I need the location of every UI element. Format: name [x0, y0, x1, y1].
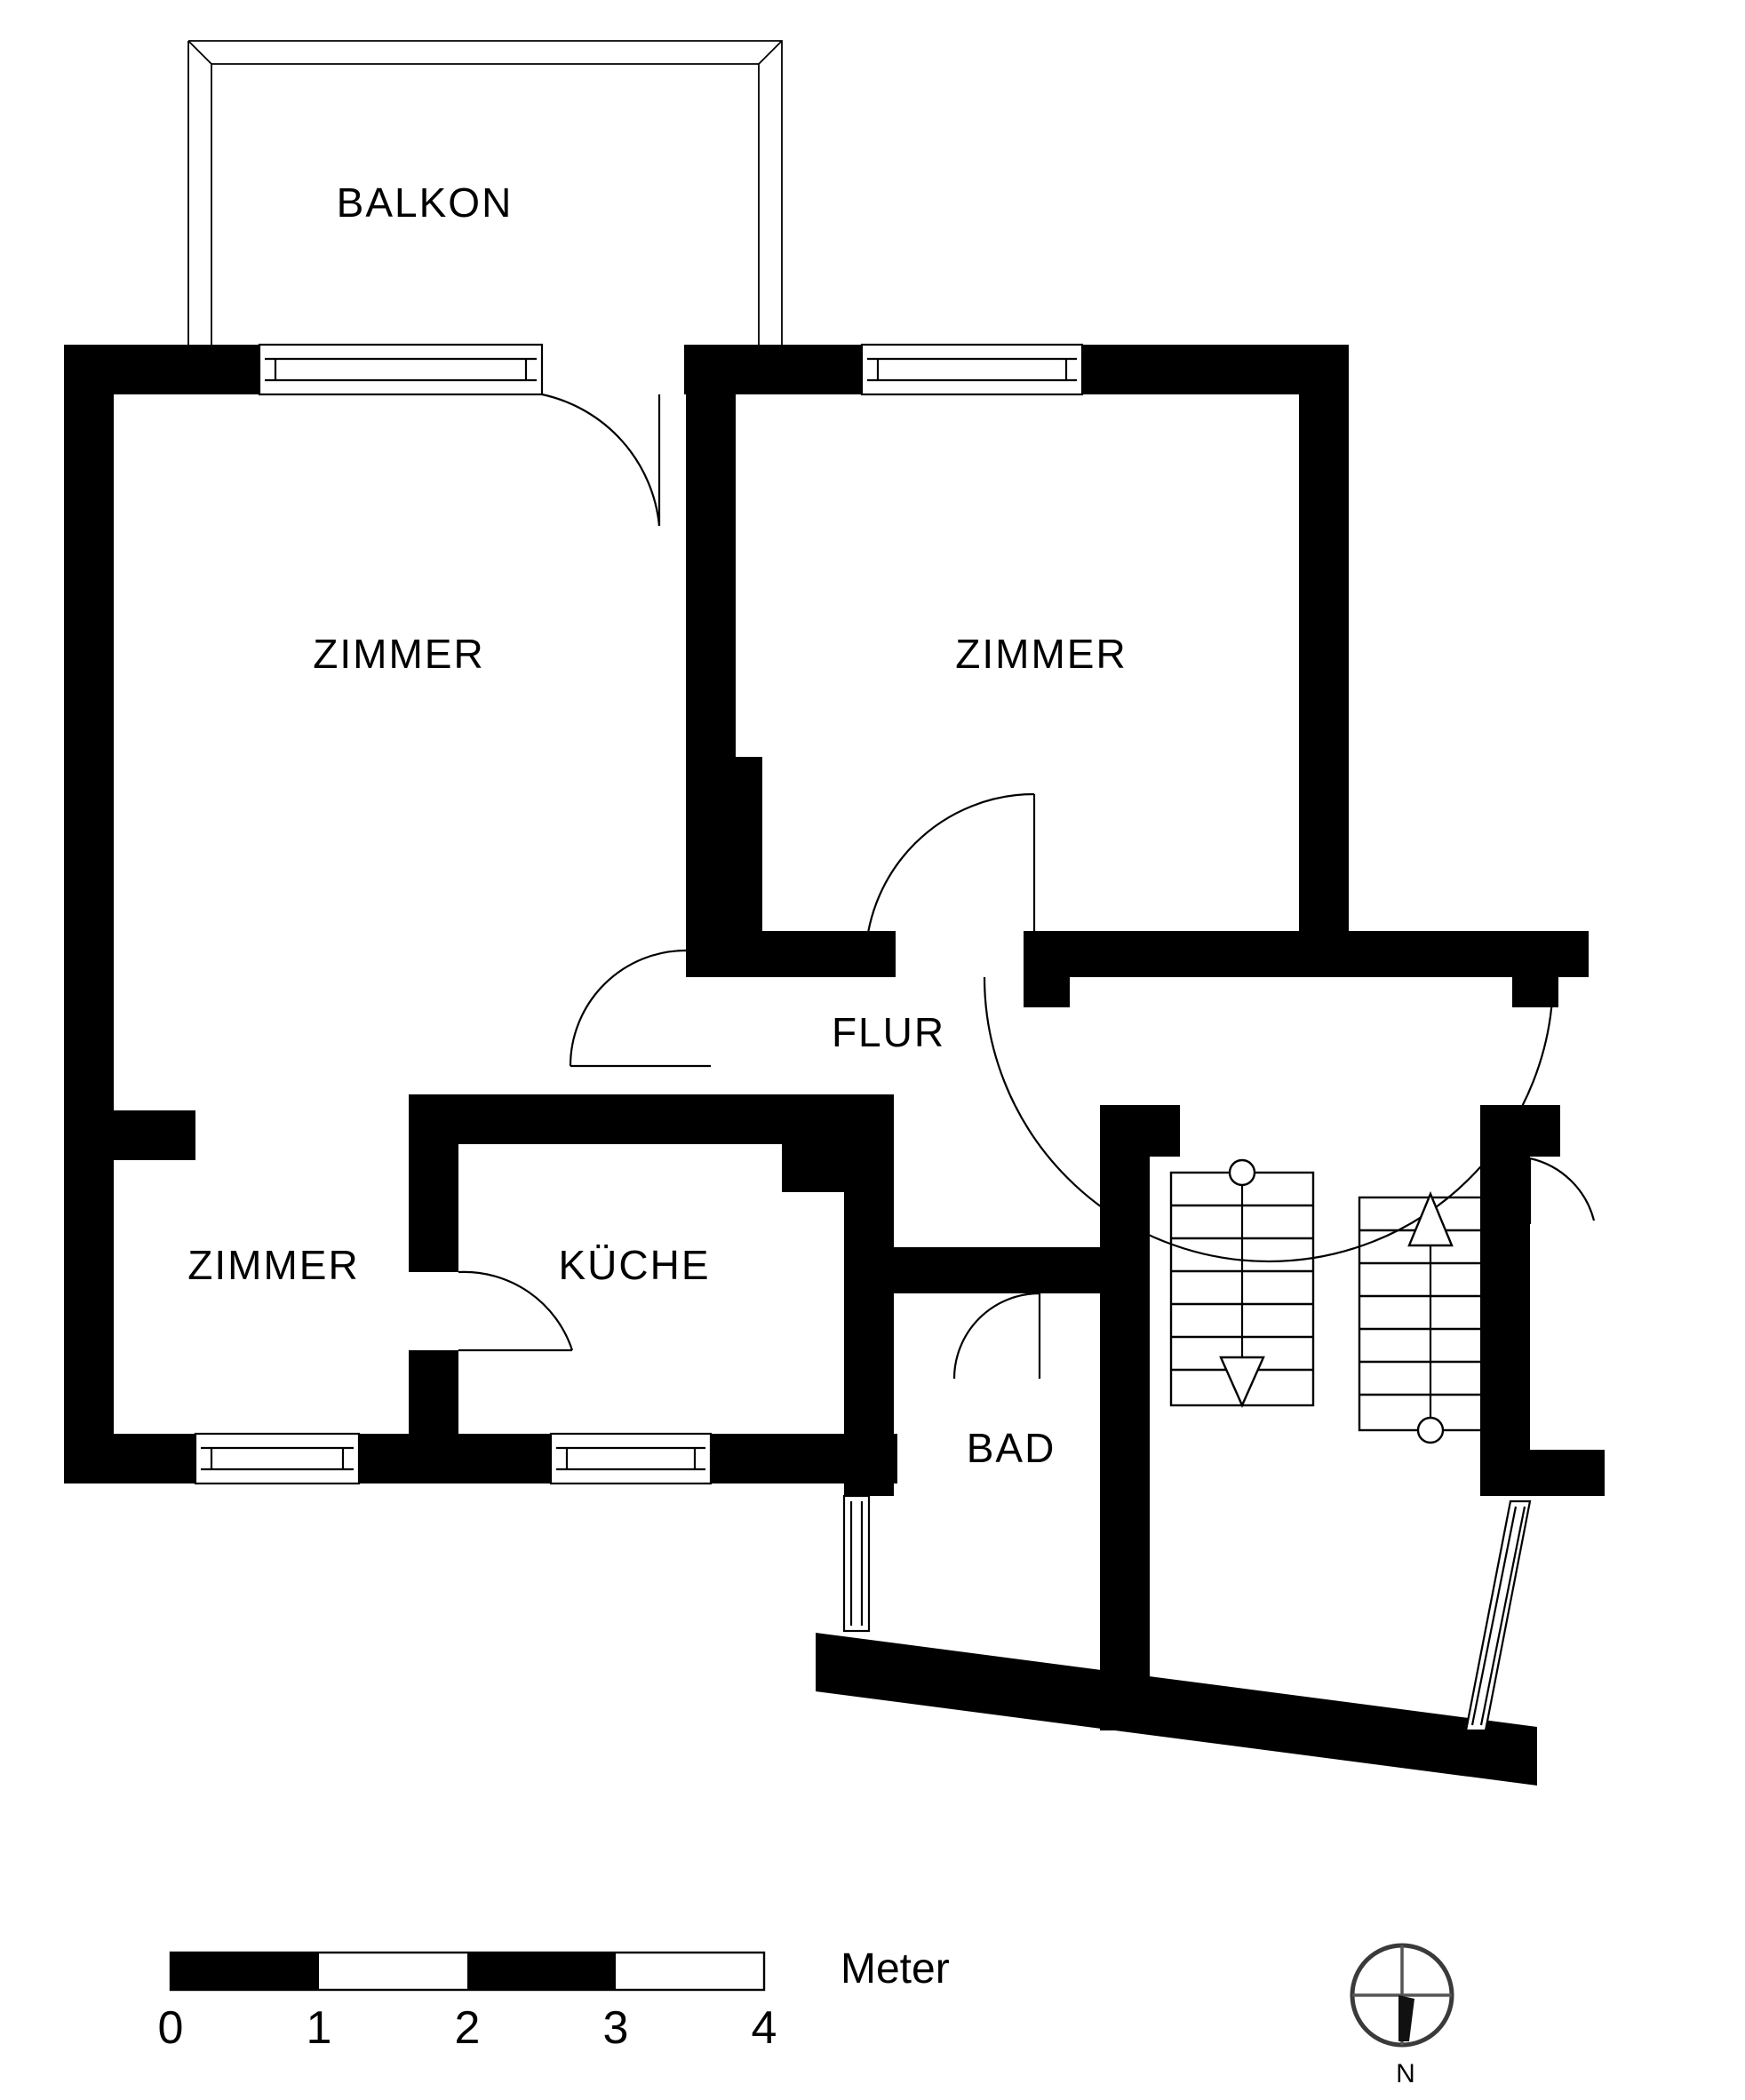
balcony-outline	[187, 40, 783, 355]
scale-tick-3: 3	[603, 2002, 629, 2054]
room-label-zimmer-right: ZIMMER	[955, 631, 1127, 677]
room-label-zimmer-left: ZIMMER	[313, 631, 484, 677]
window-slanted-right	[1464, 1499, 1532, 1732]
scale-segment-0-1	[171, 1953, 319, 1990]
scale-bar: 0 1 2 3 4 Meter	[158, 1945, 950, 2054]
compass-rose: N	[1350, 1943, 1454, 2088]
scale-segment-2-3	[467, 1953, 616, 1990]
scale-unit-label: Meter	[841, 1945, 950, 1993]
stair-up-arrow-icon	[1407, 1190, 1454, 1247]
stair-down-origin-marker	[1228, 1158, 1256, 1187]
compass-north-label: N	[1396, 2059, 1415, 2088]
window-bottom-kitchen	[549, 1432, 713, 1485]
scale-tick-4: 4	[752, 2002, 777, 2054]
window-top-right-room	[860, 343, 1084, 396]
window-balcony-door	[258, 343, 544, 396]
window-bath-narrow	[842, 1494, 871, 1633]
window-bottom-left-room	[194, 1432, 361, 1485]
room-label-balkon: BALKON	[337, 179, 514, 226]
stair-up-origin-marker	[1416, 1416, 1445, 1444]
stair-up	[1358, 1190, 1503, 1444]
scale-tick-0: 0	[158, 2002, 184, 2054]
stair-down	[1169, 1158, 1315, 1408]
scale-tick-1: 1	[307, 2002, 332, 2054]
compass-needle-icon	[1398, 1995, 1414, 2041]
scale-tick-2: 2	[455, 2002, 481, 2054]
room-label-kueche: KÜCHE	[558, 1242, 710, 1288]
walls	[64, 345, 1605, 1786]
room-label-zimmer-bottom: ZIMMER	[187, 1242, 359, 1288]
stair-down-arrow-icon	[1219, 1356, 1265, 1408]
room-label-flur: FLUR	[832, 1009, 945, 1055]
windows	[194, 343, 1532, 1732]
room-label-bad: BAD	[967, 1425, 1056, 1471]
door-swings	[458, 393, 1596, 1380]
